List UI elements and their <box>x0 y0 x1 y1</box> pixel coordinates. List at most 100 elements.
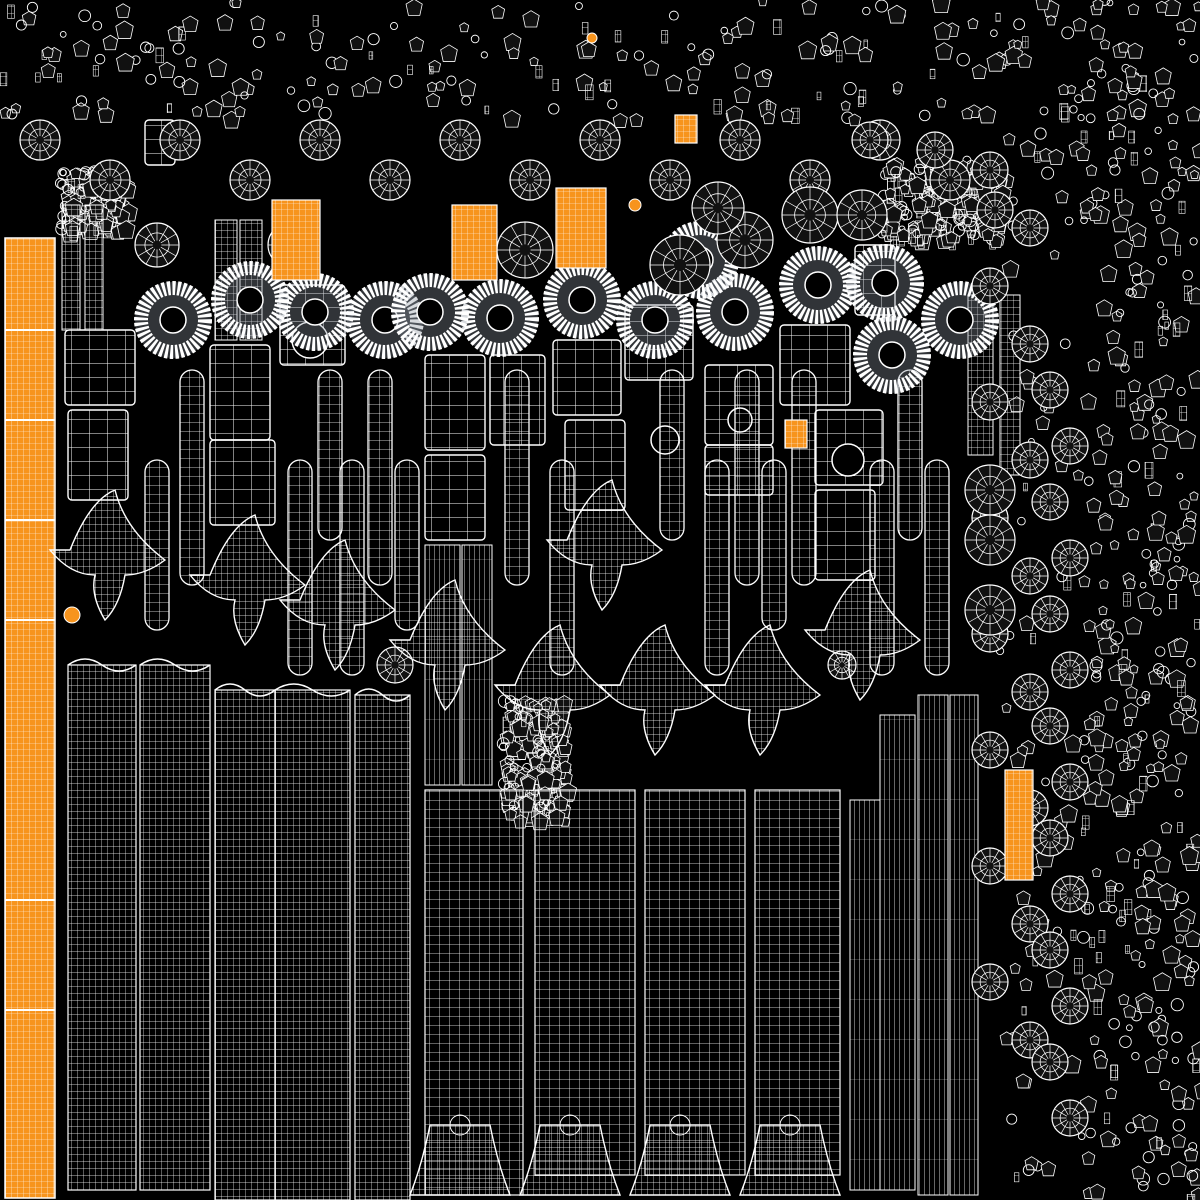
shield-bit <box>1177 430 1196 449</box>
shield-bit <box>116 220 136 239</box>
washer-bit <box>1146 774 1159 788</box>
shield-bit <box>1107 346 1126 365</box>
washer-bit <box>75 95 88 107</box>
shield-bit <box>686 66 701 81</box>
washer-bit <box>1176 386 1186 397</box>
shield-bit <box>1095 299 1113 317</box>
shield-bit <box>1181 716 1199 734</box>
shield-bit <box>1099 1130 1117 1148</box>
strip-bit <box>1130 152 1138 166</box>
shield-bit <box>629 113 644 127</box>
shield-bit <box>221 90 238 108</box>
shield-bit <box>1173 914 1191 932</box>
washer-bit <box>875 0 889 13</box>
washer-bit <box>720 26 729 35</box>
strip-bit <box>1134 341 1143 358</box>
shield-bit <box>1081 86 1096 102</box>
shield-bit <box>580 41 597 58</box>
panel-hole <box>831 443 865 477</box>
wheel-spokes <box>1012 442 1048 478</box>
ring-hole <box>159 306 187 334</box>
strip-bit <box>1172 322 1181 337</box>
wheel-spokes <box>440 120 480 160</box>
strip-bit <box>604 79 612 93</box>
washer-bit <box>1115 308 1125 318</box>
strip-bit <box>1110 1064 1119 1081</box>
washer-bit <box>318 106 332 121</box>
washer-bit <box>1112 1137 1121 1146</box>
strip-bit <box>429 66 434 75</box>
washer-bit <box>446 75 457 86</box>
washer-bit <box>1172 1119 1186 1132</box>
strip-bit <box>1022 36 1029 49</box>
washer-bit <box>1085 113 1096 124</box>
wheel-spokes <box>1052 876 1088 912</box>
washer-bit <box>504 755 515 766</box>
shield-bit <box>643 60 660 76</box>
orange-islands <box>63 32 1034 881</box>
washer-bit <box>1171 1031 1183 1043</box>
strip-bit <box>1192 1058 1200 1073</box>
strip-bit <box>407 64 413 75</box>
shield-bit <box>1127 528 1140 541</box>
shield-bit <box>505 770 517 782</box>
band-tall <box>139 664 211 1191</box>
strip-bit <box>863 39 868 48</box>
shield-bit <box>1075 146 1091 161</box>
wing-island <box>278 539 397 672</box>
rounded-strip <box>897 369 923 541</box>
shield-bit <box>1090 24 1106 40</box>
shield-bit <box>1157 882 1177 902</box>
band-tall <box>354 694 411 1200</box>
shield-bit <box>1118 760 1129 771</box>
shield-bit <box>1083 619 1096 633</box>
washer-bit <box>1176 891 1189 904</box>
strip-bit <box>1014 1172 1020 1183</box>
shield-bit <box>1152 443 1168 460</box>
shield-bit <box>1040 1160 1057 1177</box>
shield-bit <box>505 701 516 711</box>
shield-bit <box>1118 41 1130 53</box>
shield-bit <box>333 56 348 71</box>
band-tall <box>274 689 351 1200</box>
washer-bit <box>1061 26 1074 40</box>
shield-bit <box>1080 393 1097 410</box>
wheel-spokes <box>377 647 413 683</box>
shield-bit <box>920 211 939 229</box>
washer-bit <box>862 6 871 16</box>
washer-bit <box>1178 38 1186 46</box>
washer-bit <box>536 763 546 773</box>
shield-bit <box>522 10 540 28</box>
shield-bit <box>1137 996 1154 1013</box>
shield-bit <box>312 96 324 108</box>
shield-bit <box>1019 140 1037 157</box>
shield-bit <box>102 34 119 51</box>
orange-dot <box>628 198 642 212</box>
shield-bit <box>1100 264 1118 283</box>
ring-body <box>616 281 694 359</box>
shield-bit <box>1059 804 1078 823</box>
shield-bit <box>801 0 817 15</box>
shield-bit <box>1017 53 1032 68</box>
wheel-spokes <box>917 132 953 168</box>
shield-bit <box>734 86 751 104</box>
washer-bit <box>607 99 618 110</box>
washer-bit <box>496 737 510 751</box>
washer-bit <box>1173 702 1181 710</box>
shield-bit <box>435 80 446 91</box>
wing-island <box>803 569 922 702</box>
shield-bit <box>1097 514 1114 531</box>
washer-bit <box>1157 301 1165 309</box>
washer-bit <box>1188 1142 1198 1152</box>
shield-bit <box>887 4 907 24</box>
shield-bit <box>1114 239 1133 258</box>
wheel-spokes <box>90 160 130 200</box>
shield-bit <box>978 105 997 124</box>
shield-bit <box>967 17 979 29</box>
shield-bit <box>231 0 242 8</box>
rounded-strip <box>84 204 104 331</box>
shield-bit <box>1009 962 1021 974</box>
band-lower <box>534 789 636 1176</box>
shield-bit <box>1126 746 1141 761</box>
band-tall <box>214 689 276 1200</box>
